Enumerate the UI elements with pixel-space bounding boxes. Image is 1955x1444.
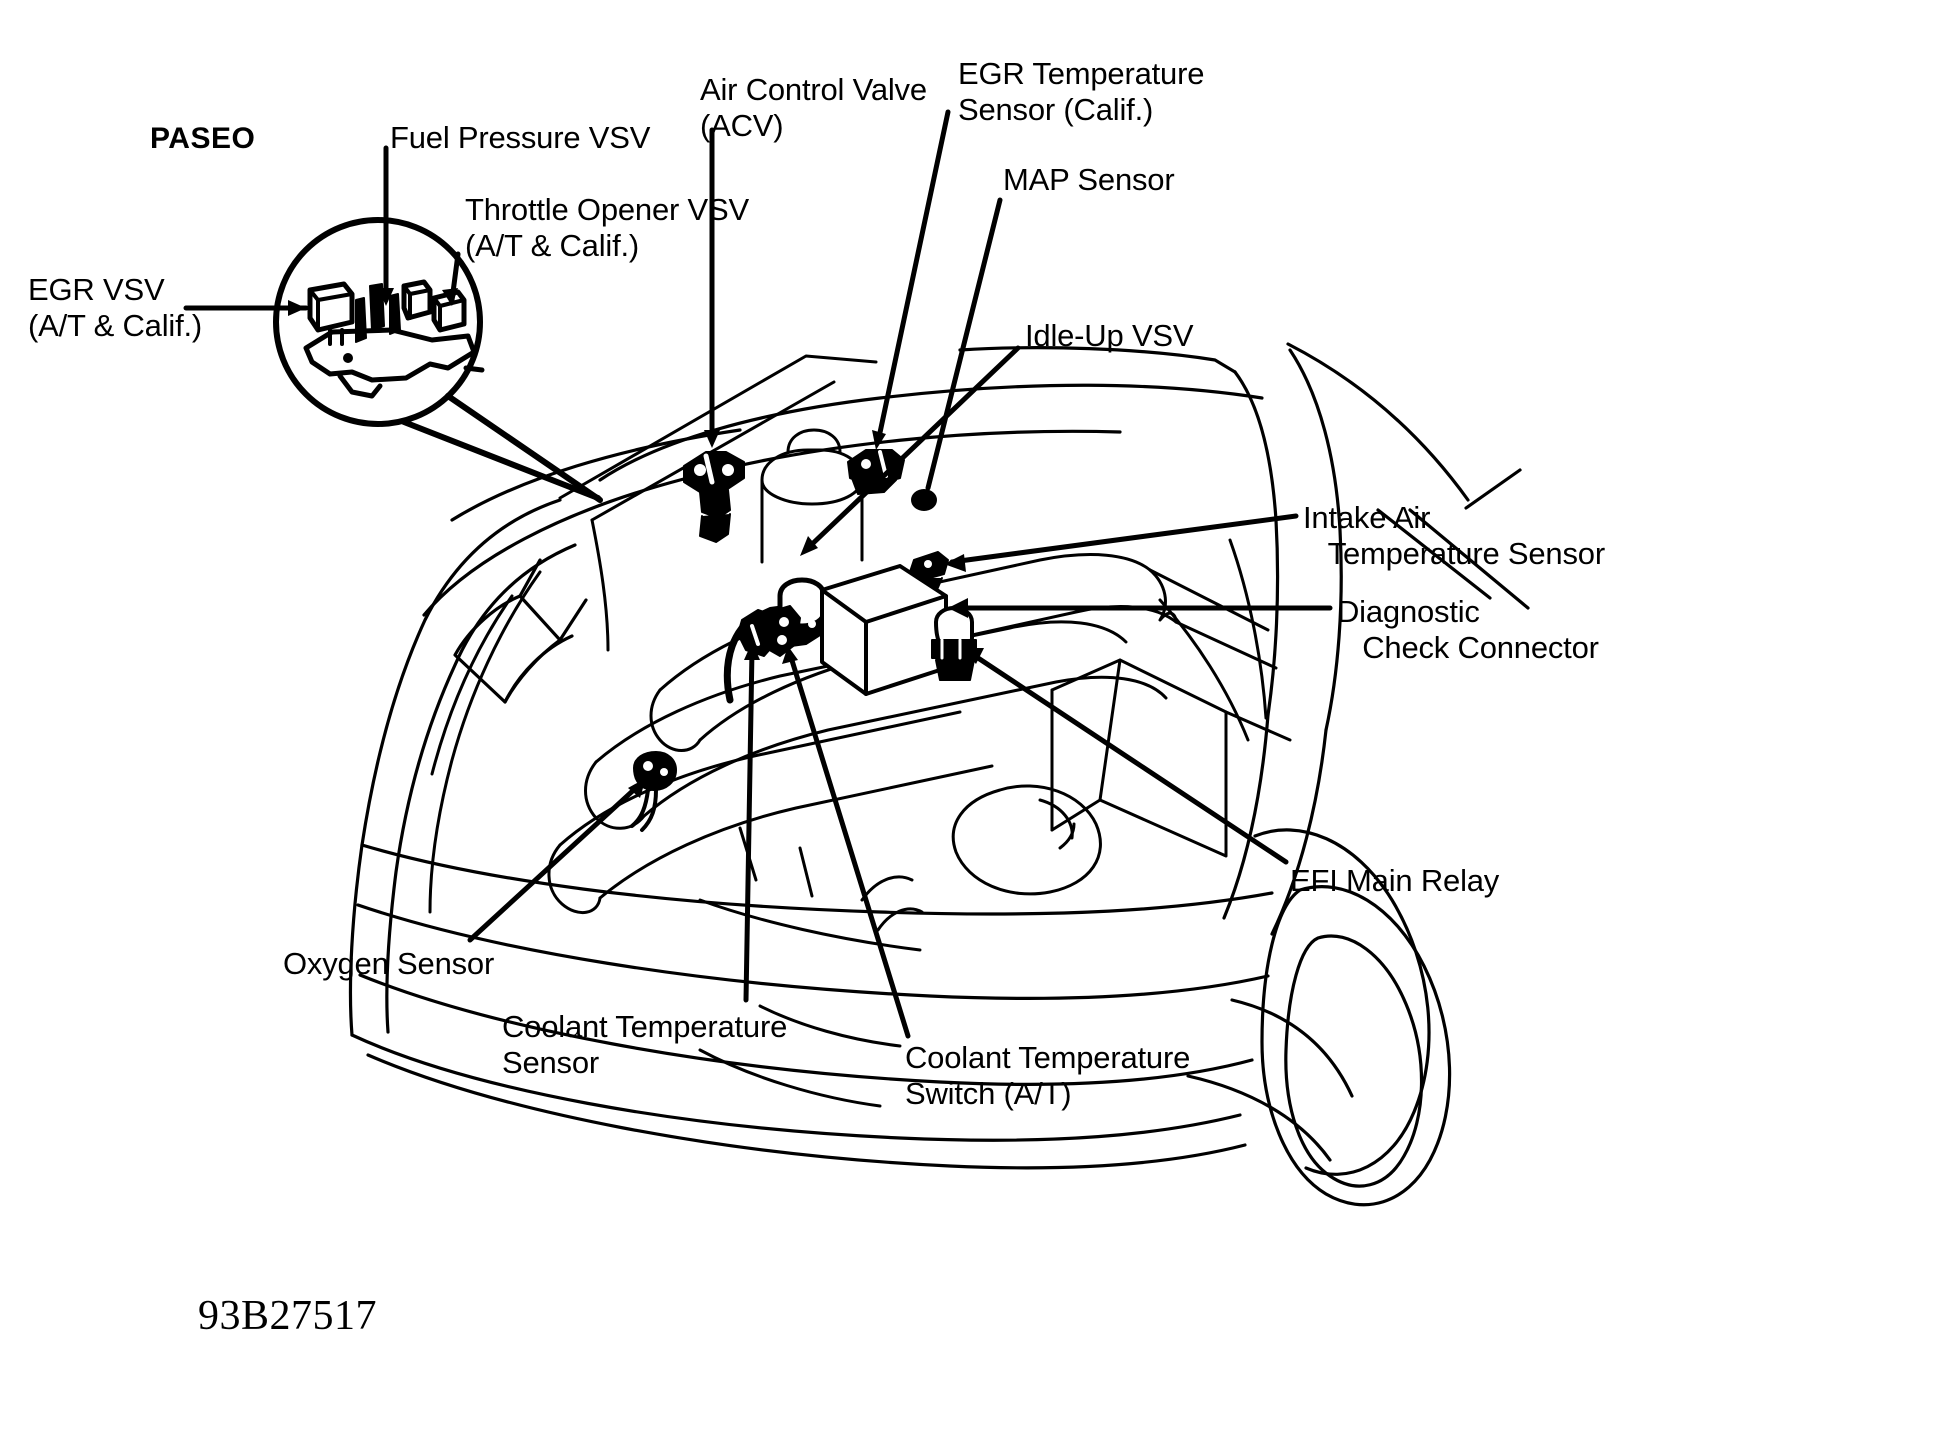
figure-id-label: 93B27517	[198, 1293, 378, 1339]
label-coolant-temperature-sensor: Coolant Temperature Sensor	[502, 1009, 788, 1080]
efi-main-relay-component	[931, 606, 977, 681]
label-fuel-pressure-vsv: Fuel Pressure VSV	[390, 120, 651, 155]
label-intake-air-temperature-sensor: Intake Air Temperature Sensor	[1303, 500, 1605, 571]
map-sensor-component	[911, 489, 937, 511]
label-throttle-opener-vsv: Throttle Opener VSV (A/T & Calif.)	[465, 192, 749, 263]
label-diagnostic-check-connector: Diagnostic Check Connector	[1337, 594, 1599, 665]
detail-inset-circle	[273, 217, 603, 503]
diagnostic-check-connector-component	[820, 564, 948, 696]
label-egr-vsv: EGR VSV (A/T & Calif.)	[28, 272, 203, 343]
label-egr-temperature-sensor: EGR Temperature Sensor (Calif.)	[958, 56, 1205, 127]
leader-lines	[183, 109, 1333, 1039]
engine-components	[630, 449, 977, 832]
label-air-control-valve: Air Control Valve (ACV)	[700, 72, 927, 143]
model-name-label: PASEO	[150, 122, 256, 155]
label-coolant-temperature-switch: Coolant Temperature Switch (A/T)	[905, 1040, 1191, 1111]
egr-temp-sensor-component	[847, 449, 905, 495]
acv-component	[683, 451, 745, 543]
vsv-assembly-detail	[303, 279, 485, 399]
label-idle-up-vsv: Idle-Up VSV	[1025, 318, 1194, 353]
label-oxygen-sensor: Oxygen Sensor	[283, 946, 495, 981]
label-efi-main-relay: EFI Main Relay	[1290, 863, 1500, 898]
label-map-sensor: MAP Sensor	[1003, 162, 1175, 197]
coolant-temp-components	[737, 605, 801, 657]
